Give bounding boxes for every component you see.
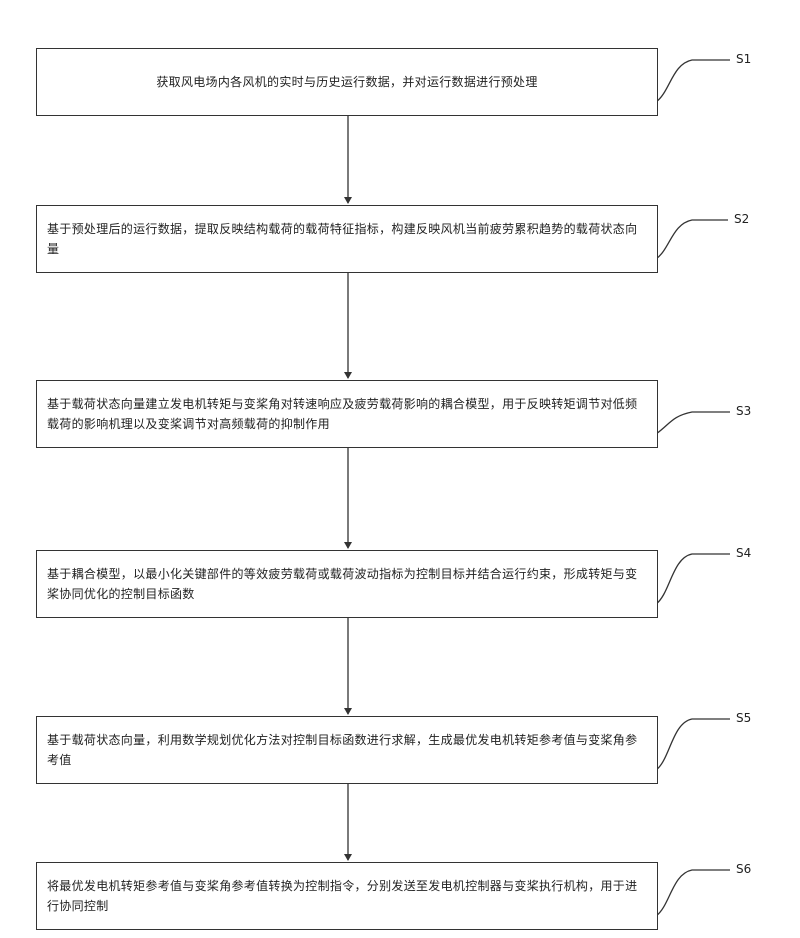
step-text: 获取风电场内各风机的实时与历史运行数据，并对运行数据进行预处理	[47, 72, 647, 92]
leader-line	[656, 870, 730, 916]
leader-line	[656, 554, 730, 604]
step-text: 基于载荷状态向量，利用数学规划优化方法对控制目标函数进行求解，生成最优发电机转矩…	[47, 730, 647, 770]
leader-line	[656, 220, 728, 259]
step-label-s6: S6	[736, 862, 751, 876]
step-box-s4: 基于耦合模型，以最小化关键部件的等效疲劳载荷或载荷波动指标为控制目标并结合运行约…	[36, 550, 658, 618]
step-label-s4: S4	[736, 546, 751, 560]
step-text: 基于耦合模型，以最小化关键部件的等效疲劳载荷或载荷波动指标为控制目标并结合运行约…	[47, 564, 647, 604]
step-box-s1: 获取风电场内各风机的实时与历史运行数据，并对运行数据进行预处理	[36, 48, 658, 116]
step-label-s5: S5	[736, 711, 751, 725]
step-box-s5: 基于载荷状态向量，利用数学规划优化方法对控制目标函数进行求解，生成最优发电机转矩…	[36, 716, 658, 784]
step-label-s2: S2	[734, 212, 749, 226]
step-label-s3: S3	[736, 404, 751, 418]
step-text: 将最优发电机转矩参考值与变桨角参考值转换为控制指令，分别发送至发电机控制器与变桨…	[47, 876, 647, 916]
step-box-s3: 基于载荷状态向量建立发电机转矩与变桨角对转速响应及疲劳载荷影响的耦合模型，用于反…	[36, 380, 658, 448]
step-box-s2: 基于预处理后的运行数据，提取反映结构载荷的载荷特征指标，构建反映风机当前疲劳累积…	[36, 205, 658, 273]
leader-line	[656, 719, 730, 770]
step-box-s6: 将最优发电机转矩参考值与变桨角参考值转换为控制指令，分别发送至发电机控制器与变桨…	[36, 862, 658, 930]
step-label-s1: S1	[736, 52, 751, 66]
leader-line	[656, 412, 730, 434]
step-text: 基于载荷状态向量建立发电机转矩与变桨角对转速响应及疲劳载荷影响的耦合模型，用于反…	[47, 394, 647, 434]
leader-line	[656, 60, 730, 102]
step-text: 基于预处理后的运行数据，提取反映结构载荷的载荷特征指标，构建反映风机当前疲劳累积…	[47, 219, 647, 259]
